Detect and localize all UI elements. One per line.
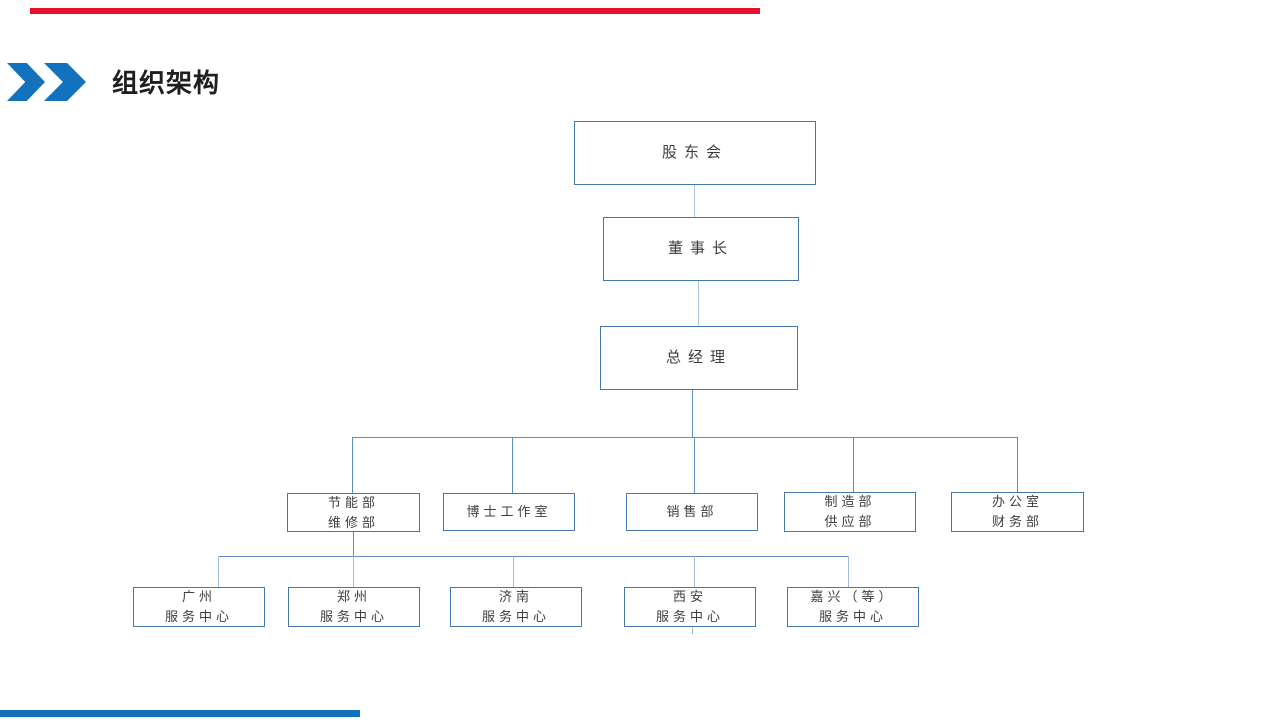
page-title: 组织架构 xyxy=(112,68,221,98)
org-node-manufacturing-supply: 制造部 供应部 xyxy=(784,492,916,532)
org-node-doctor-studio: 博士工作室 xyxy=(443,493,575,531)
connector-chairman-gm xyxy=(698,281,699,326)
org-node-jinan-center: 济南 服务中心 xyxy=(450,587,582,627)
connector-gm-bus xyxy=(692,390,693,437)
bottom-accent-bar xyxy=(0,710,360,717)
connector-bus-level5 xyxy=(218,556,848,557)
org-node-zhengzhou-center: 郑州 服务中心 xyxy=(288,587,420,627)
connector-stub-xian xyxy=(692,627,693,634)
chevron-icon xyxy=(7,63,45,101)
connector-drop-jinan xyxy=(513,556,514,587)
org-node-office-finance: 办公室 财务部 xyxy=(951,492,1084,532)
org-node-energy-maintenance: 节能部 维修部 xyxy=(287,493,420,532)
connector-drop-office xyxy=(1017,437,1018,492)
org-node-xian-center: 西安 服务中心 xyxy=(624,587,756,627)
org-node-general-manager: 总经理 xyxy=(600,326,798,390)
chevron-icon xyxy=(44,63,86,101)
org-node-chairman: 董事长 xyxy=(603,217,799,281)
org-node-jiaxing-center: 嘉兴（等） 服务中心 xyxy=(787,587,919,627)
connector-drop-doctor-studio xyxy=(512,437,513,493)
connector-bus-level4 xyxy=(352,437,1018,438)
connector-drop-jiaxing xyxy=(848,556,849,587)
connector-shareholders-chairman xyxy=(694,185,695,217)
connector-drop-zhengzhou xyxy=(353,556,354,587)
top-accent-bar xyxy=(30,8,760,14)
connector-drop-xian xyxy=(694,556,695,587)
connector-drop-energy xyxy=(352,437,353,493)
connector-energy-bus2 xyxy=(353,532,354,556)
org-node-sales: 销售部 xyxy=(626,493,758,531)
connector-drop-manufacturing xyxy=(853,437,854,492)
connector-drop-sales xyxy=(694,437,695,493)
connector-drop-guangzhou xyxy=(218,556,219,587)
org-node-guangzhou-center: 广州 服务中心 xyxy=(133,587,265,627)
org-node-shareholders: 股东会 xyxy=(574,121,816,185)
